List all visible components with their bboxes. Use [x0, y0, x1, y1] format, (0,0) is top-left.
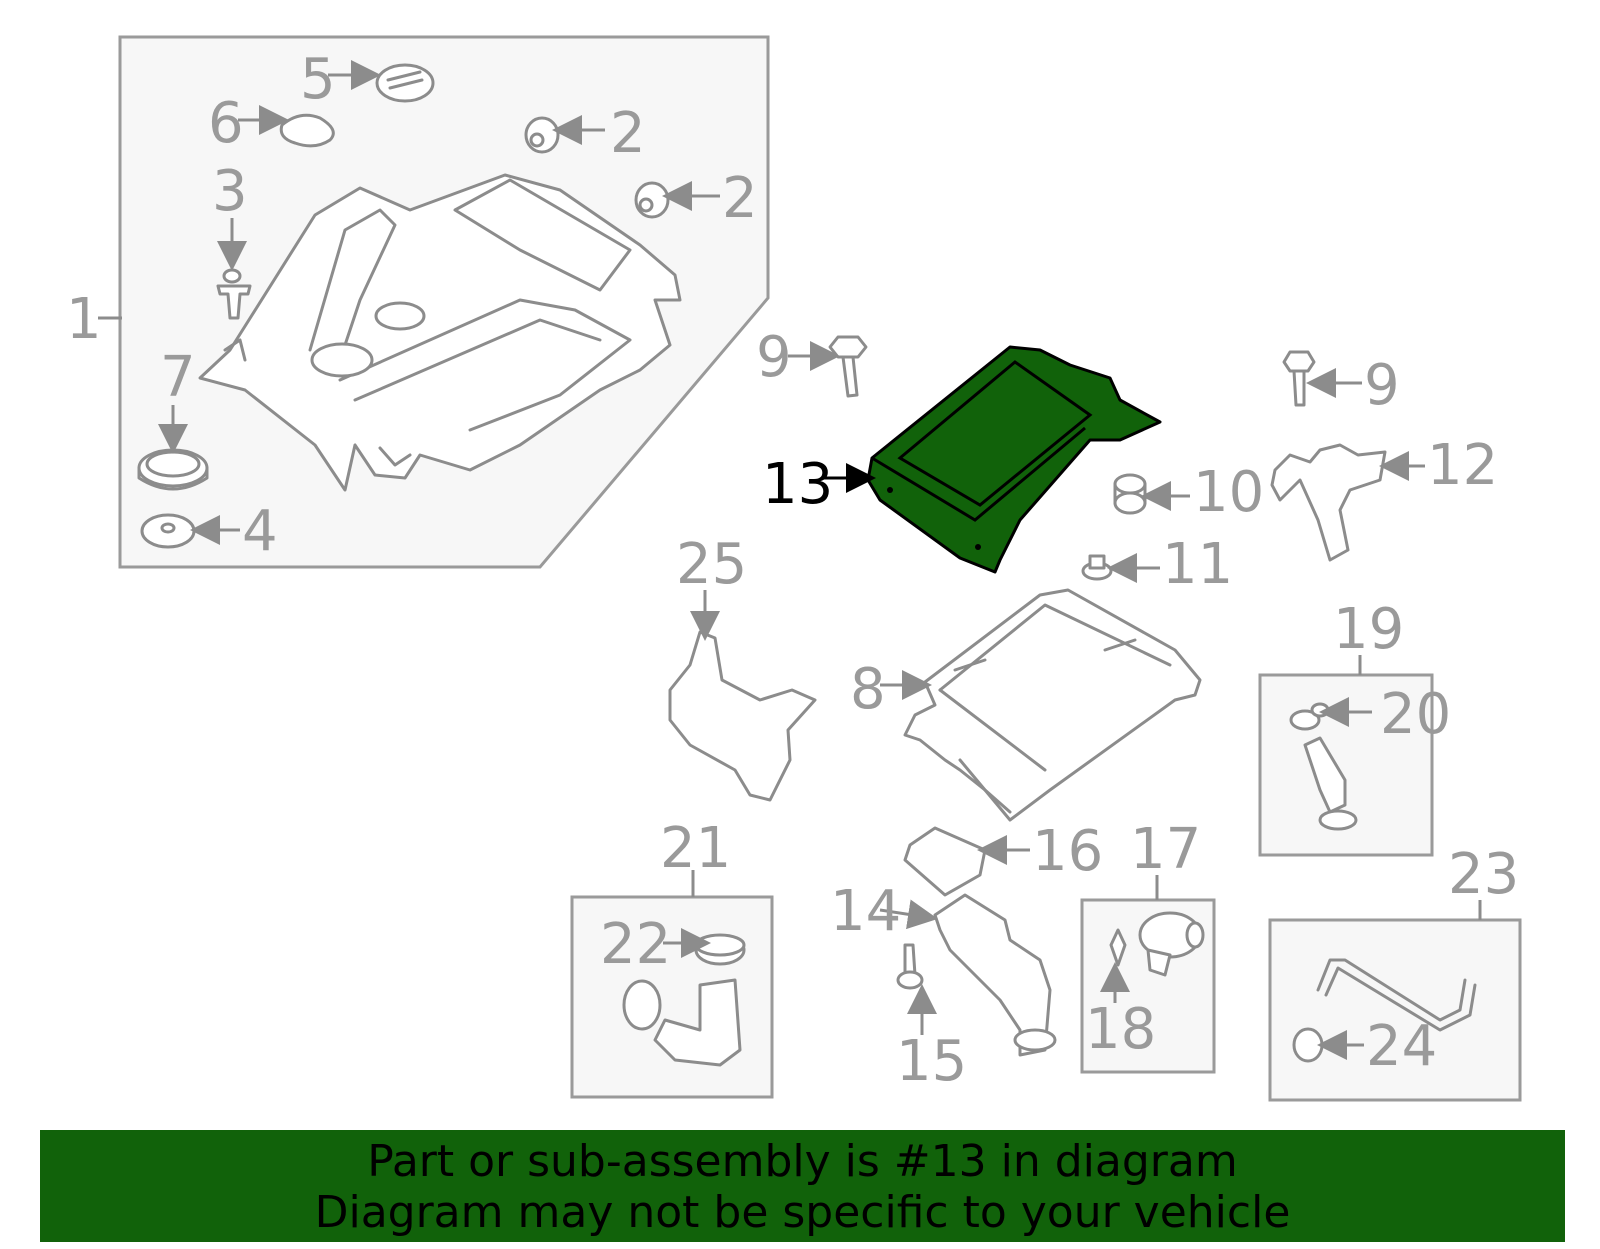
banner-line-2: Diagram may not be specific to your vehi…	[314, 1187, 1291, 1238]
part-10	[1113, 473, 1147, 515]
callout-4: 4	[242, 499, 278, 564]
callout-2a: 2	[610, 101, 646, 166]
part-13-highlighted	[866, 345, 1162, 574]
engine-cover-part	[198, 173, 682, 492]
part-19-hose	[1303, 736, 1347, 814]
callout-9a: 9	[756, 325, 792, 390]
callout-23: 23	[1448, 842, 1519, 907]
callout-10: 10	[1193, 460, 1264, 525]
part-23-pipe	[1316, 958, 1467, 1022]
callout-12: 12	[1427, 433, 1498, 498]
callout-13: 13	[762, 452, 833, 517]
banner-line-1: Part or sub-assembly is #13 in diagram	[367, 1136, 1238, 1187]
part-25-bracket	[668, 630, 817, 802]
part-14-pipe	[933, 893, 1057, 1057]
callout-labels: 1 5 6 2 2 3 7 4 9 9 13 10 12 11 25 8 19 …	[66, 47, 1519, 1094]
part-21-clamp	[622, 979, 662, 1031]
callout-21: 21	[660, 816, 731, 881]
callout-24: 24	[1366, 1014, 1437, 1079]
callout-14: 14	[830, 879, 901, 944]
callout-3: 3	[212, 159, 248, 224]
callout-2b: 2	[722, 166, 758, 231]
part-21-hose	[653, 978, 742, 1067]
part-2-grommet-a	[524, 116, 560, 154]
part-2-grommet-b	[634, 181, 670, 219]
callout-9b: 9	[1364, 353, 1400, 418]
part-6	[279, 113, 335, 148]
part-9-bolt-b	[1282, 350, 1316, 407]
callout-5: 5	[300, 47, 336, 112]
part-15-bolt	[896, 943, 924, 990]
leader-lines	[98, 60, 1482, 1060]
part-5-cap	[375, 63, 435, 103]
callout-19: 19	[1333, 597, 1404, 662]
callout-6: 6	[208, 91, 244, 156]
callout-15: 15	[896, 1029, 967, 1094]
part-12-bracket	[1270, 443, 1387, 562]
callout-16: 16	[1032, 819, 1103, 884]
group-box-21	[570, 895, 774, 1099]
callout-18: 18	[1085, 997, 1156, 1062]
callout-11: 11	[1162, 532, 1233, 597]
part-19-clamp	[1318, 809, 1358, 831]
part-24-clamp	[1292, 1027, 1324, 1063]
group-box-23	[1268, 918, 1522, 1102]
callout-17: 17	[1130, 817, 1201, 882]
callout-7: 7	[160, 345, 196, 410]
info-banner: Part or sub-assembly is #13 in diagram D…	[40, 1130, 1565, 1242]
part-8-intercooler	[903, 588, 1202, 822]
part-17-valve	[1138, 911, 1205, 977]
part-7-ring	[137, 448, 209, 491]
callout-8: 8	[850, 657, 886, 722]
part-22-clamp	[694, 933, 746, 966]
callout-22: 22	[600, 912, 671, 977]
callout-25: 25	[676, 532, 747, 597]
part-16-gasket	[903, 826, 987, 897]
callout-1: 1	[66, 287, 102, 352]
callout-20: 20	[1380, 682, 1451, 747]
part-11	[1081, 554, 1113, 581]
part-9-bolt-a	[828, 335, 868, 398]
part-4-washer	[140, 513, 196, 549]
